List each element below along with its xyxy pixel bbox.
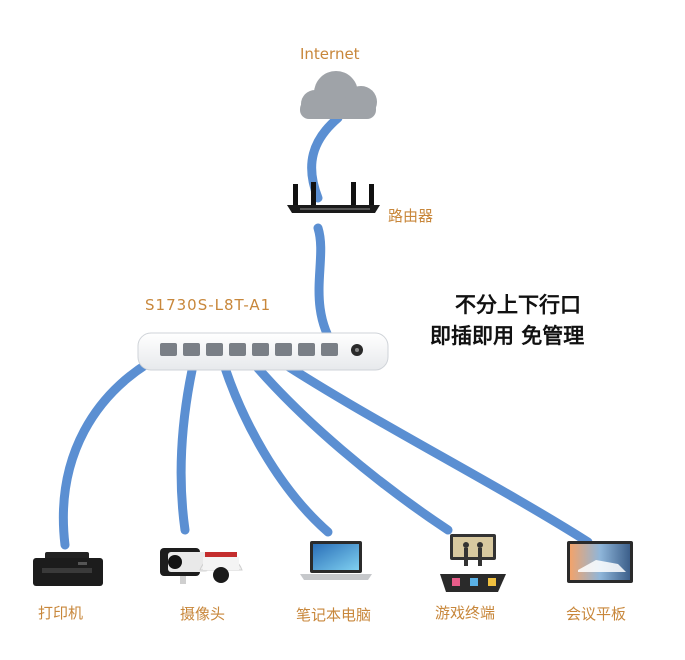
headline-line-2: 即插即用 免管理 <box>430 324 585 348</box>
camera-icon <box>160 548 243 584</box>
device-label-camera: 摄像头 <box>180 605 226 623</box>
cloud-icon <box>300 71 377 119</box>
headline-line-1: 不分上下行口 <box>455 293 581 317</box>
cable-game-terminal <box>239 347 453 535</box>
device-label-laptop: 笔记本电脑 <box>296 606 372 624</box>
switch-ports <box>160 343 338 356</box>
switch-icon <box>137 332 389 371</box>
switch-model-label: S1730S-L8T-A1 <box>145 296 272 314</box>
device-label-game-terminal: 游戏终端 <box>435 604 496 622</box>
game-terminal-icon <box>440 534 506 592</box>
cable-camera <box>176 347 201 535</box>
meeting-panel-icon <box>567 541 633 583</box>
router-icon <box>287 182 380 213</box>
cables <box>58 113 593 550</box>
router-label: 路由器 <box>388 207 434 225</box>
cable-printer <box>58 347 173 550</box>
printer-icon <box>33 552 103 586</box>
device-label-printer: 打印机 <box>38 604 84 622</box>
cable-laptop <box>215 347 333 537</box>
internet-label: Internet <box>300 45 360 63</box>
laptop-icon <box>300 541 372 580</box>
cable-router-switch <box>313 223 341 355</box>
cable-meeting-panel <box>261 347 593 547</box>
device-label-meeting-panel: 会议平板 <box>566 605 627 623</box>
